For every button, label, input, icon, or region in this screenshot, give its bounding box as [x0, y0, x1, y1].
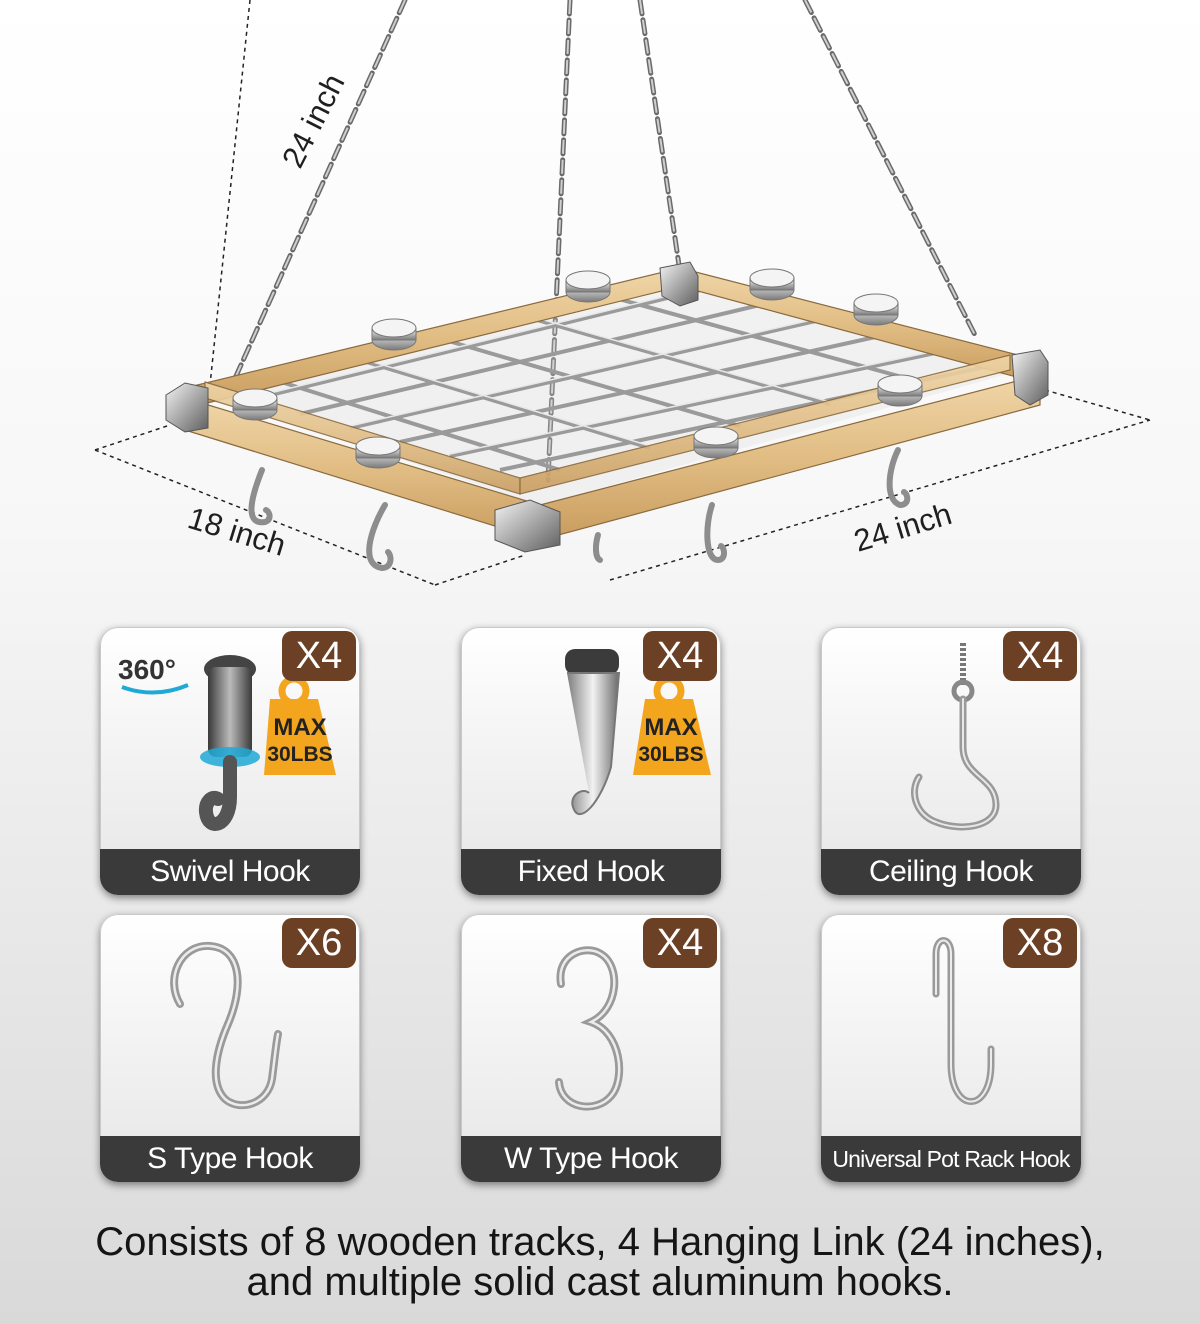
- hook-card-ceiling: X4 Ceiling Hook: [821, 627, 1081, 895]
- w-hook-icon: [555, 946, 624, 1111]
- quantity-badge: X4: [1003, 631, 1077, 681]
- weight-badge: MAX 30LBS: [633, 675, 711, 775]
- fixed-hook-icon: MAX 30LBS: [565, 649, 711, 815]
- caption-line-2: and multiple solid cast aluminum hooks.: [246, 1260, 954, 1304]
- hook-name: W Type Hook: [461, 1136, 721, 1182]
- universal-hook-icon: [932, 937, 995, 1105]
- hook-card-swivel: 360° MAX 30LBS X4 Swivel Hook: [100, 627, 360, 895]
- svg-text:360°: 360°: [118, 654, 176, 685]
- quantity-badge: X8: [1003, 918, 1077, 968]
- s-hook-icon: [170, 942, 282, 1110]
- quantity-badge: X4: [282, 631, 356, 681]
- svg-text:MAX: MAX: [273, 714, 326, 741]
- hook-card-s-type: X6 S Type Hook: [100, 914, 360, 1182]
- svg-text:MAX: MAX: [644, 714, 697, 741]
- quantity-badge: X6: [282, 918, 356, 968]
- caption-line-1: Consists of 8 wooden tracks, 4 Hanging L…: [95, 1220, 1105, 1264]
- dimension-chain-label: 24 inch: [275, 68, 352, 173]
- hook-card-w-type: X4 W Type Hook: [461, 914, 721, 1182]
- ceiling-hook-icon: [911, 643, 1000, 831]
- hook-card-fixed: MAX 30LBS X4 Fixed Hook: [461, 627, 721, 895]
- dimension-width-label: 18 inch: [184, 500, 290, 563]
- swivel-hook-icon: 360° MAX 30LBS: [118, 654, 336, 831]
- corner-brackets: [165, 261, 1049, 553]
- svg-text:30LBS: 30LBS: [267, 743, 332, 766]
- dimension-lines: [94, 0, 1151, 586]
- hook-name: Swivel Hook: [100, 849, 360, 895]
- hook-name: Ceiling Hook: [821, 849, 1081, 895]
- svg-text:30LBS: 30LBS: [638, 743, 703, 766]
- quantity-badge: X4: [643, 918, 717, 968]
- quantity-badge: X4: [643, 631, 717, 681]
- hook-name: S Type Hook: [100, 1136, 360, 1182]
- weight-badge: MAX 30LBS: [264, 675, 336, 775]
- pot-rack-illustration: 24 inch 18 inch 24 inch: [94, 0, 1151, 586]
- rack-grid: [249, 288, 991, 472]
- rack-knobs: [232, 268, 923, 469]
- hook-card-universal: X8 Universal Pot Rack Hook: [821, 914, 1081, 1182]
- rack-hooks: [248, 447, 911, 572]
- hook-name: Universal Pot Rack Hook: [821, 1136, 1081, 1182]
- hook-name: Fixed Hook: [461, 849, 721, 895]
